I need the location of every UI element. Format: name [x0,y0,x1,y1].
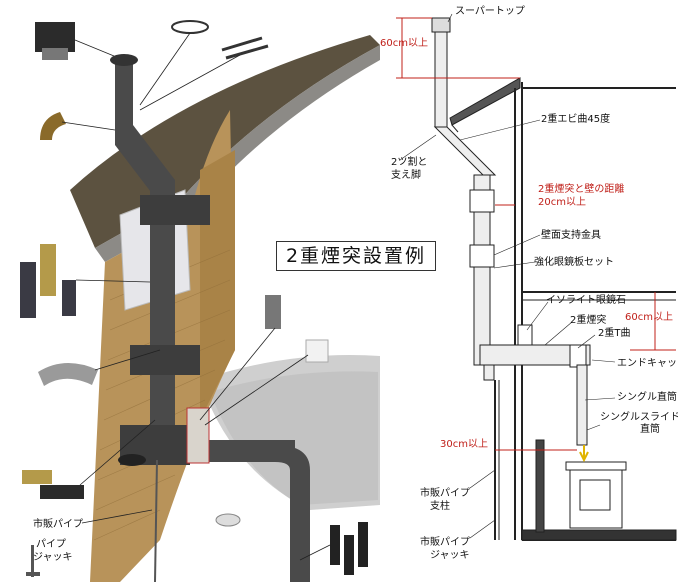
wall-bracket-lower-schem [469,244,495,268]
label-single-straight: シングル直筒 [617,390,677,403]
jack-part [26,545,40,577]
wall-bracket-lower [130,345,200,375]
saddle-bracket-part [38,349,161,386]
label-height-60: 60cm以上 [380,37,428,49]
tee-opening [118,454,146,466]
label-single-slide-2: 直筒 [640,422,660,435]
pipe-elbow [115,125,175,200]
label-jack-1: 市販パイプ [420,535,470,548]
label-elbow45: 2重エビ曲45度 [541,112,610,125]
label-height-60b: 60cm以上 [625,311,673,323]
label-support-2: 支柱 [430,499,450,512]
label-super-top: スーパートップ [455,5,525,17]
slide-arrow [579,445,589,463]
label-left-jack-2: ジャッキ [33,552,73,563]
roof-eave [95,45,380,262]
leader-lines [399,13,616,539]
pipe-leader [81,509,153,524]
label-jack-2: ジャッキ [430,550,470,561]
label-wall-bracket: 壁面支持金具 [541,228,601,241]
plate-part [204,339,329,426]
label-tee: 2重T曲 [598,326,630,339]
isolite-block [186,407,210,464]
support-rods-part [139,36,269,111]
end-cap [483,364,495,381]
label-distance-2: 20cm以上 [538,196,586,208]
pipe-top-segment [115,60,133,130]
wall-bracket-upper [140,195,210,225]
label-single-slide-1: シングルスライド [600,410,678,423]
label-split-1: 2ツ割と [391,155,427,168]
label-reinforce: 強化眼鏡板セット [534,255,614,268]
ring-clamp-part [139,20,209,106]
label-double-chimney: 2重煙突 [570,313,606,326]
label-left-jack-1: パイプ [36,538,66,550]
dimension-lines [396,17,676,451]
single-pipes-part [299,522,368,575]
pipe-vertical [150,190,175,460]
label-end-cap: エンドキャップ [617,357,678,369]
heat-shield [535,439,545,533]
chimney-top-pipe [434,31,448,128]
super-top [431,17,451,33]
pipe-top-rim [110,54,138,66]
diagram-title: 2重煙突設置例 [276,241,436,271]
label-height-30: 30cm以上 [440,438,488,450]
end-cap-part [215,513,241,527]
right-schematic [431,17,677,541]
tee-body [569,344,587,368]
bracket-part-right [199,295,281,421]
tee-horizontal [479,344,591,366]
roof-edge [451,124,459,133]
elbow-part [40,112,116,140]
tee-part [22,419,156,499]
pipe-horizontal [190,440,295,462]
label-split-2: 支え脚 [391,168,421,181]
super-top-part [35,22,115,60]
single-straight [576,364,588,446]
interior-wall [210,371,378,505]
hearth-slab [521,529,677,541]
support-pipe [154,459,158,583]
left-illustration [20,20,380,583]
wall-bracket-upper-schem [469,189,495,213]
stove-door [579,479,611,511]
elbow-45 [433,126,497,176]
label-distance-1: 2重煙突と壁の距離 [538,182,624,195]
label-left-pipe: 市販パイプ [33,517,83,530]
roof-section [449,77,521,126]
label-isolite: イソライト眼鏡石 [546,293,626,306]
pipe-set-part [20,244,151,318]
pipe-down [275,445,310,582]
stove-top [565,461,627,471]
chimney-pipe [115,60,310,582]
label-support-1: 市販パイプ [420,486,470,499]
